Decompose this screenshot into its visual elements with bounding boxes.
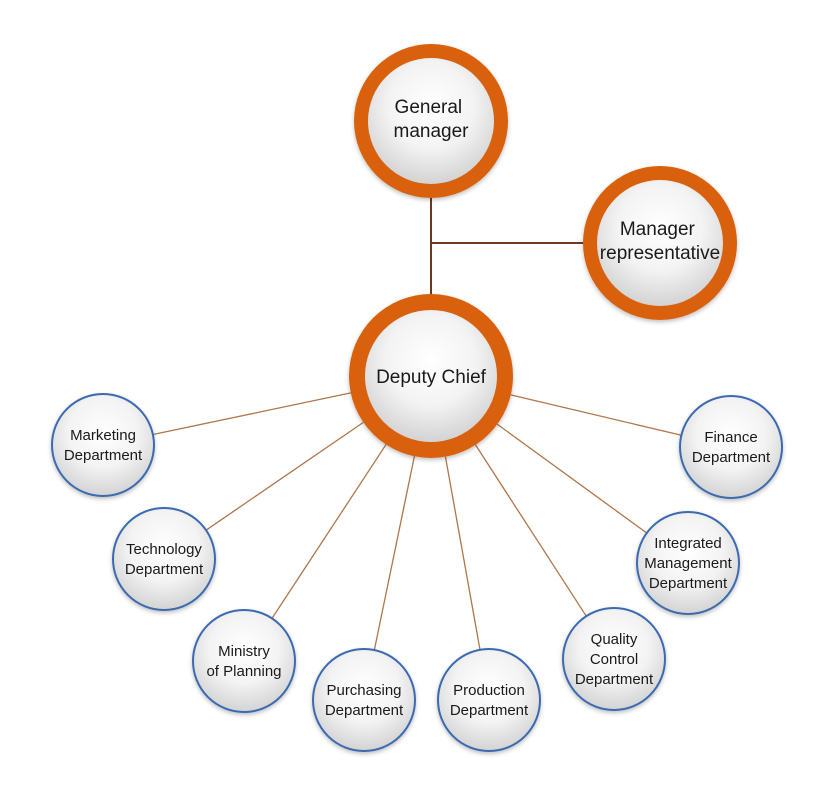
- department-connector-line: [271, 444, 387, 619]
- connector-lines: [152, 198, 682, 651]
- department-connector-line: [510, 394, 682, 436]
- department-circle: [51, 393, 155, 497]
- department-connector-line: [496, 423, 648, 534]
- department-connector-line: [373, 456, 416, 651]
- deputy-chief-node: Deputy Chief: [349, 294, 513, 458]
- general-manager-label: General manager: [394, 97, 470, 142]
- department-connector-line: [152, 392, 351, 436]
- department-circle: [636, 511, 740, 615]
- department-connector-line: [444, 456, 481, 650]
- department-connector-line: [474, 444, 587, 617]
- manager-representative-node: Manager representative: [583, 166, 737, 320]
- department-circle: [112, 507, 216, 611]
- department-circle: [679, 395, 783, 499]
- general-manager-node: General manager: [354, 44, 508, 198]
- department-circle: [562, 607, 666, 711]
- department-circle: [312, 648, 416, 752]
- department-circle: [437, 648, 541, 752]
- deputy-chief-label: Deputy Chief: [376, 367, 487, 388]
- department-connector-line: [205, 421, 364, 531]
- manager-representative-label: Manager representative: [600, 219, 720, 264]
- department-circle: [192, 609, 296, 713]
